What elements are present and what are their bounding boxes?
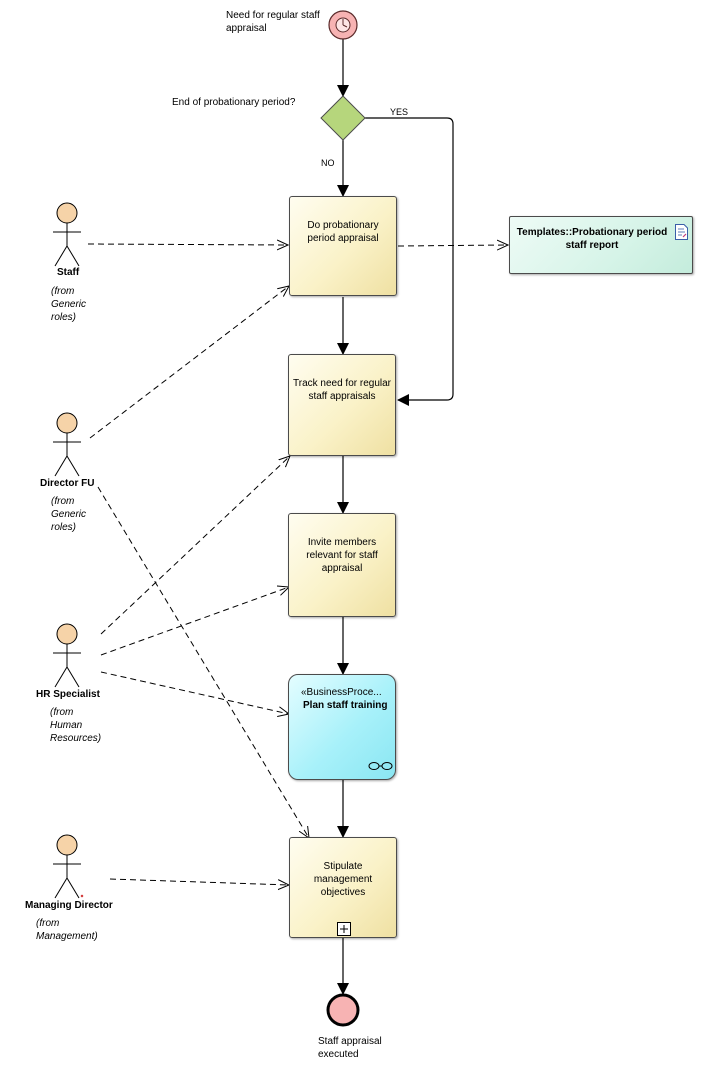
actor-managing-director-icon[interactable] xyxy=(50,833,84,913)
assoc-hr-task4 xyxy=(100,671,289,714)
gateway-yes-label: YES xyxy=(390,107,409,117)
task-invite-members[interactable]: Invite members relevant for staff apprai… xyxy=(288,513,396,617)
end-event-label: Staff appraisal executed xyxy=(318,1036,382,1060)
stereotype-label: «BusinessProce... xyxy=(301,687,382,698)
task-probationary-appraisal[interactable]: Do probationary period appraisal xyxy=(289,196,397,296)
gateway-no-label: NO xyxy=(321,158,335,168)
actor-hr-specialist-from: (from Human Resources) xyxy=(50,707,102,744)
task-label: Do probationary period appraisal xyxy=(307,220,379,244)
actor-staff-from: (from Generic roles) xyxy=(51,286,87,323)
end-event[interactable] xyxy=(326,993,360,1027)
actor-director-fu-icon[interactable] xyxy=(50,411,84,491)
flow-gateway-yes xyxy=(365,117,454,406)
assoc-staff-task1 xyxy=(87,244,288,245)
actor-staff-icon[interactable] xyxy=(50,201,84,281)
actor-staff-name: Staff xyxy=(57,267,80,278)
actor-director-fu-name: Director FU xyxy=(40,478,95,489)
document-icon xyxy=(675,224,688,240)
goggles-icon xyxy=(368,762,393,770)
gateway-question-label: End of probationary period? xyxy=(172,97,296,108)
actor-hr-specialist-name: HR Specialist xyxy=(36,689,100,700)
assoc-director-task1 xyxy=(89,286,289,439)
subprocess-plus-icon[interactable] xyxy=(337,922,351,936)
artifact-label: Templates::Probationary period staff rep… xyxy=(516,227,668,251)
assoc-hr-task2 xyxy=(100,456,290,635)
task-label: Invite members relevant for staff apprai… xyxy=(306,537,378,574)
task-label: Stipulate management objectives xyxy=(313,861,373,898)
gateway-diamond[interactable] xyxy=(320,95,366,141)
task-stipulate-objectives[interactable]: Stipulate management objectives xyxy=(289,837,397,938)
business-process-plan-training[interactable]: «BusinessProce... Plan staff training xyxy=(288,674,396,780)
start-event[interactable] xyxy=(328,10,358,40)
actor-director-fu-from: (from Generic roles) xyxy=(51,496,87,533)
actor-managing-director-name: Managing Director xyxy=(25,900,113,911)
business-process-label: Plan staff training xyxy=(303,700,388,711)
start-event-label: Need for regular staff appraisal xyxy=(226,10,320,34)
actor-managing-director-from: (from Management) xyxy=(36,918,98,942)
assoc-hr-task3 xyxy=(100,587,289,656)
artifact-probationary-report[interactable]: Templates::Probationary period staff rep… xyxy=(509,216,693,274)
task-label: Track need for regular staff appraisals xyxy=(293,378,392,402)
actor-hr-specialist-icon[interactable] xyxy=(50,622,84,702)
assoc-md-task5 xyxy=(109,878,289,885)
assoc-director-task5 xyxy=(97,486,309,838)
assoc-task1-artifact xyxy=(397,245,508,246)
timer-icon xyxy=(335,17,351,33)
task-track-need[interactable]: Track need for regular staff appraisals xyxy=(288,354,396,456)
